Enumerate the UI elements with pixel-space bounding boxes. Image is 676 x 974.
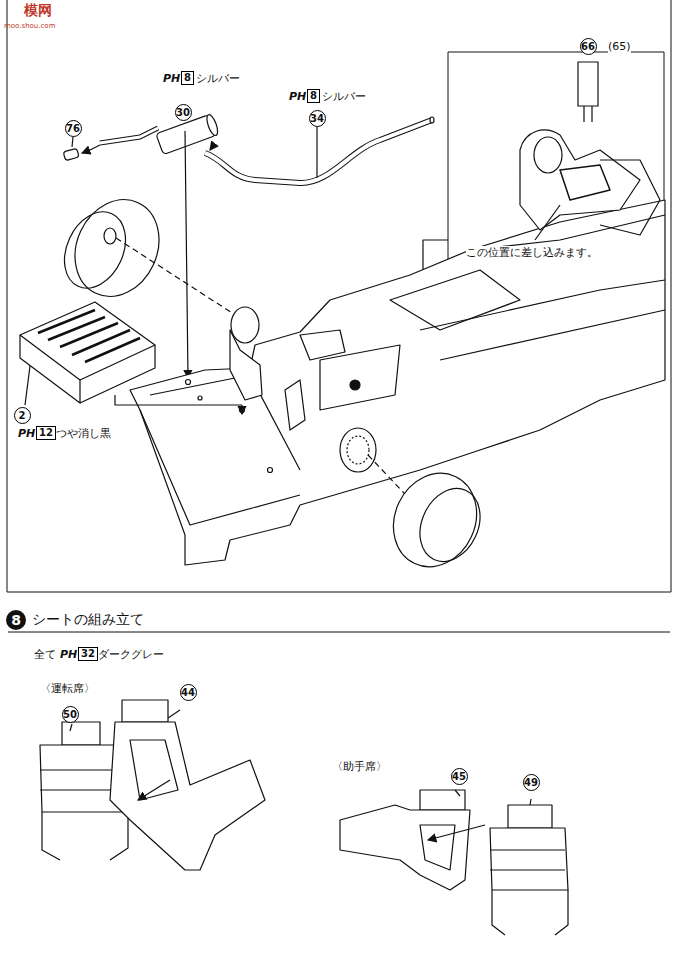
note-text: 全て [34,648,56,661]
paint-number: 8 [307,89,320,103]
paint-code: PH [60,648,77,661]
callout-number: 50 [62,706,79,723]
step-number: 8 [6,610,26,630]
callout-number: 2 [14,407,31,424]
note-text: 〈運転席〉 [40,682,95,695]
watermark: 模网 [24,2,52,18]
paint-number: 12 [36,426,56,440]
note-text: (65) [608,40,631,53]
paint-code: PH [289,90,306,103]
callout-number: 34 [309,110,326,127]
callout-number: 66 [580,38,597,55]
note-text: シルバー [322,90,366,103]
paint-code: PH [163,72,180,85]
note-text: つや消し黒 [56,427,111,440]
paint-code: PH [18,427,35,440]
callout-number: 49 [523,774,540,791]
note-text: 〈助手席〉 [332,760,387,773]
callout-number: 30 [175,104,192,121]
note-text: ダークグレー [98,648,164,661]
watermark-url: moo.shou.com [4,22,55,30]
note-text: シルバー [196,72,240,85]
callout-number: 76 [65,120,82,137]
note-text: この位置に差し込みます。 [466,246,598,259]
step-heading: シートの組み立て [32,610,144,628]
paint-number: 8 [181,71,194,85]
callout-number: 45 [451,768,468,785]
paint-number: 32 [78,647,98,661]
callout-number: 44 [180,684,197,701]
